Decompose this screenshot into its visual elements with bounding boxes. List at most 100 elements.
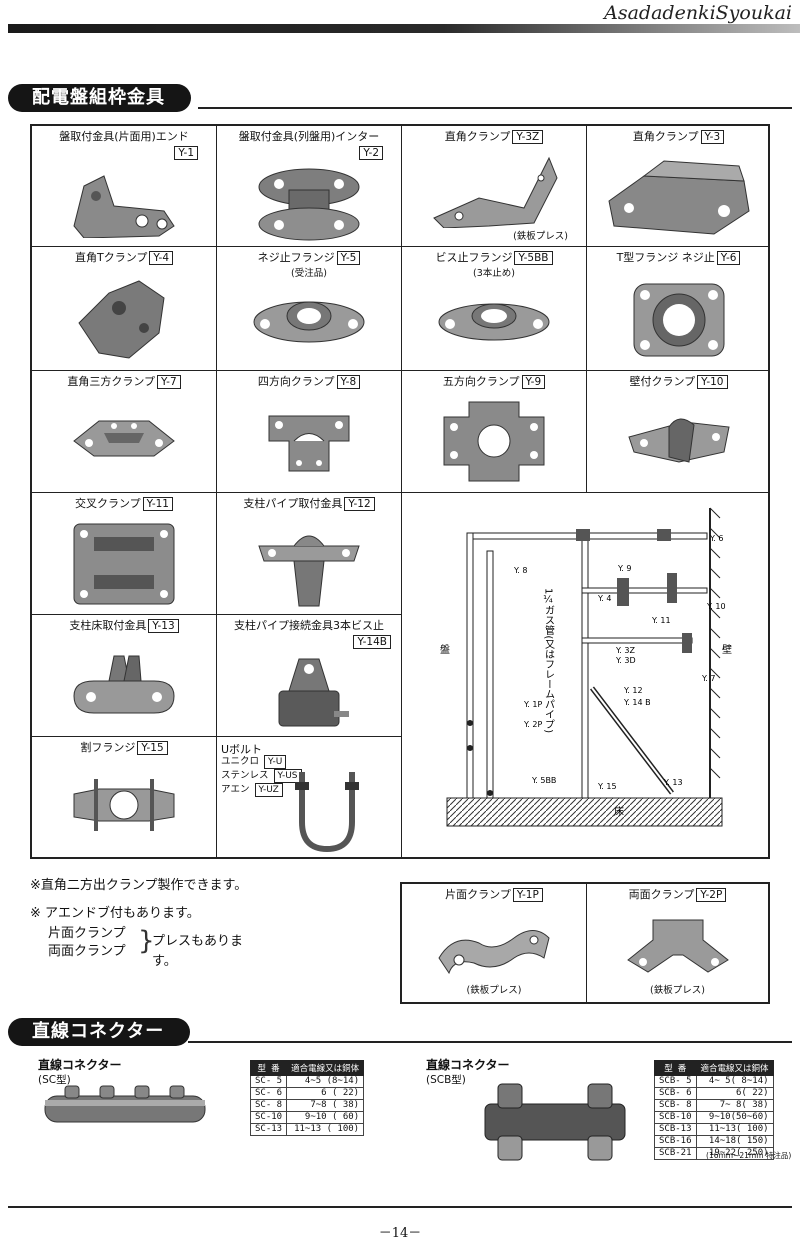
cross-clamp-photo <box>73 523 175 605</box>
five-way-clamp-photo <box>443 401 545 482</box>
table-cell: 6( 22) <box>695 1087 774 1100</box>
diagram-label: Y. 8 <box>513 566 527 575</box>
table-cell: 4~5 (8~14) <box>286 1075 365 1088</box>
table-cell: SC-13 <box>249 1123 288 1136</box>
u-bolt-variant-label: アエン <box>221 784 250 795</box>
table-cell: SCB-13 <box>654 1123 697 1136</box>
diagram-label: Y. 3Z <box>615 646 635 655</box>
diagram-label: Y. 4 <box>597 594 611 603</box>
product-code: Y-10 <box>697 375 728 389</box>
product-code: Y-1 <box>174 146 198 160</box>
table-cell: SC-10 <box>249 1111 288 1124</box>
right-angle-t-clamp-photo <box>78 280 165 359</box>
product-name: 五方向クランプ <box>442 375 520 388</box>
product-name: 片面クランプ <box>445 888 511 901</box>
sc-connector-photo <box>44 1085 206 1123</box>
table-header: 型 番 <box>654 1060 697 1076</box>
table-cell: SC- 5 <box>249 1075 288 1088</box>
diagram-pipe-label: 1¼ガス管(又はフレームパイプ) <box>542 588 554 733</box>
diagram-label: Y. 9 <box>617 564 631 573</box>
scb-subtitle: (SCB型) <box>426 1074 466 1086</box>
u-bolt-variant-code: Y-UZ <box>254 783 283 797</box>
section-title: 直線コネクター <box>8 1018 191 1046</box>
product-name: 支柱パイプ接続金具3本ビス止 <box>234 619 384 632</box>
table-cell: 9~10(50~60) <box>695 1111 774 1124</box>
brace-icon: } <box>138 926 155 956</box>
scb-note: (16mm~21mm 特注品) <box>706 1151 792 1160</box>
brand-name: AsadadenkiSyoukai <box>604 2 792 24</box>
product-name: ビス止フランジ <box>435 251 513 264</box>
section-heading-connectors: 直線コネクター <box>8 1018 792 1048</box>
frame-assembly-diagram: Y. 6 Y. 8 Y. 9 Y. 4 Y. 11 Y. 10 Y. 3Z Y.… <box>440 507 732 827</box>
single-side-clamp-photo <box>438 930 550 975</box>
table-cell: SCB-10 <box>654 1111 697 1124</box>
split-flange-photo <box>73 779 175 831</box>
diagram-floor-label: 床 <box>614 805 624 818</box>
table-cell: SCB- 6 <box>654 1087 697 1100</box>
product-note: (3本止め) <box>473 268 515 279</box>
product-name: 盤取付金具(片面用)エンド <box>59 130 189 143</box>
product-code: Y-7 <box>157 375 181 389</box>
diagram-label: Y. 1P <box>523 700 542 709</box>
screw-flange-photo <box>253 301 365 343</box>
u-bolt-variant-label: ユニクロ <box>221 756 260 767</box>
diagram-label: Y. 13 <box>663 778 683 787</box>
product-note: (鉄板プレス) <box>466 985 522 996</box>
sc-title: 直線コネクター <box>38 1058 122 1072</box>
diagram-label: Y. 15 <box>597 782 617 791</box>
product-cell-y14b: 支柱パイプ接続金具3本ビス止 Y-14B <box>217 615 402 737</box>
product-note: (受注品) <box>291 268 327 279</box>
right-angle-clamp-press-photo <box>433 156 558 228</box>
diagram-wall-label: 壁 <box>722 643 732 656</box>
product-name: T型フランジ ネジ止 <box>616 251 715 264</box>
product-note: (鉄板プレス) <box>513 231 568 242</box>
table-header: 適合電線又は銅体 <box>286 1060 365 1076</box>
note-line: ※直角二方出クランプ製作できます。 <box>30 878 248 893</box>
diagram-panel-label: 盤 <box>440 643 450 656</box>
table-cell: 6 ( 22) <box>286 1087 365 1100</box>
product-name: 四方向クランプ <box>257 375 335 388</box>
product-note: (鉄板プレス) <box>650 985 705 996</box>
product-name: ネジ止フランジ <box>257 251 335 264</box>
product-cell-y2: 盤取付金具(列盤用)インター Y-2 <box>217 126 402 247</box>
table-header: 適合電線又は銅体 <box>695 1060 774 1076</box>
product-cell-y1: 盤取付金具(片面用)エンド Y-1 <box>32 126 217 247</box>
product-code: Y-15 <box>137 741 168 755</box>
product-name: 支柱パイプ取付金具 <box>243 497 343 510</box>
product-code: Y-3 <box>700 130 725 144</box>
diagram-label: Y. 14 B <box>623 698 651 707</box>
diagram-label: Y. 5BB <box>531 776 556 785</box>
product-code: Y-2 <box>359 146 383 160</box>
product-code: Y-12 <box>344 497 375 511</box>
diagram-label: Y. 3D <box>615 656 636 665</box>
table-cell: 11~13( 100) <box>695 1123 774 1136</box>
table-cell: 19~22( 250) <box>695 1147 774 1160</box>
section-rule <box>188 1041 792 1043</box>
product-name: 支柱床取付金具 <box>69 619 147 632</box>
product-name: 直角クランプ <box>444 130 511 143</box>
scb-connector-photo <box>484 1083 626 1161</box>
pipe-joint-photo <box>278 658 349 727</box>
